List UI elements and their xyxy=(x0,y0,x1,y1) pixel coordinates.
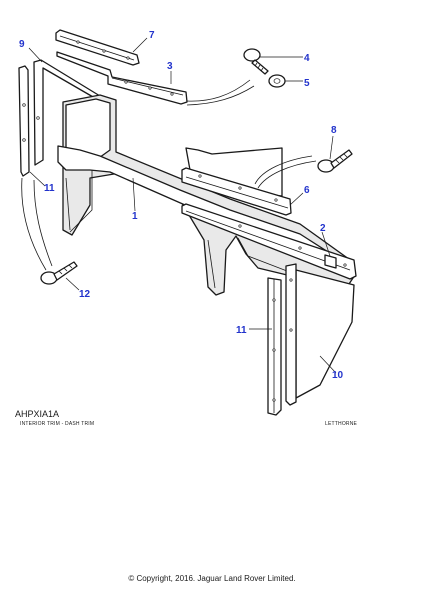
callout-8: 8 xyxy=(331,125,337,136)
diagram-reference-code: AHPXIA1A xyxy=(15,409,60,419)
callout-6: 6 xyxy=(304,185,310,196)
part-10-side-panel xyxy=(295,269,355,399)
brand-tag: LETTHORNE xyxy=(325,421,358,427)
part-12-screw xyxy=(21,177,78,285)
callout-4: 4 xyxy=(304,53,310,64)
callout-11-lower: 11 xyxy=(236,325,247,336)
leader-lines xyxy=(28,37,337,374)
callout-3: 3 xyxy=(167,61,173,72)
callout-7: 7 xyxy=(149,30,155,41)
part-7-top-strip xyxy=(55,29,140,66)
part-4-screw xyxy=(243,48,269,75)
callout-1: 1 xyxy=(132,211,138,222)
part-2-lower-rail xyxy=(181,203,357,280)
part-8-screw xyxy=(317,149,353,173)
callout-9: 9 xyxy=(19,39,25,50)
part-11-vertical-strips xyxy=(267,263,297,416)
part-9-left-bracket xyxy=(18,59,101,177)
callout-labels: 1 2 3 4 5 6 7 8 9 10 11 11 12 xyxy=(19,30,344,381)
callout-12: 12 xyxy=(79,289,91,300)
section-title: INTERIOR TRIM - DASH TRIM xyxy=(20,421,95,427)
callout-11-upper: 11 xyxy=(44,183,55,194)
copyright-notice: © Copyright, 2016. Jaguar Land Rover Lim… xyxy=(128,574,296,583)
part-5-washer xyxy=(268,74,286,88)
part-1-dash-panel xyxy=(57,94,356,296)
callout-10: 10 xyxy=(332,370,344,381)
part-3-upper-rail xyxy=(56,51,255,106)
part-6-centre-rail xyxy=(181,155,317,216)
callout-2: 2 xyxy=(320,223,326,234)
callout-5: 5 xyxy=(304,78,310,89)
